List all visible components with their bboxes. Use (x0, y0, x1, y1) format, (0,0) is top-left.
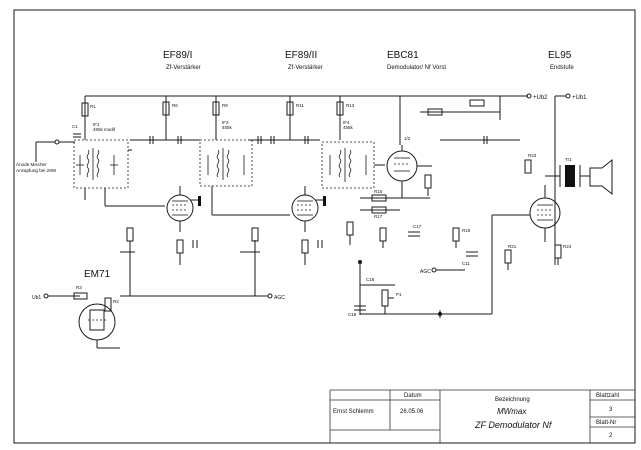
ef89-1-tube (166, 186, 201, 232)
project-name: MWmax (497, 407, 527, 416)
ebc81-tube: 1/2 (386, 136, 432, 198)
ub1-label: +Ub1 (572, 95, 587, 101)
svg-text:R3: R3 (76, 285, 82, 290)
svg-text:R17: R17 (374, 214, 383, 219)
tube-ef89-1-name: EF89/I (163, 50, 192, 61)
tube-ef89-2-role: Zf-Verstärker (288, 65, 323, 71)
title-block: Datum Ernst Schlemm 26.05.06 Bezeichnung… (329, 389, 635, 443)
svg-text:455k: 455k (343, 125, 354, 130)
datum-label: Datum (404, 393, 422, 399)
em71-tube: Ub1 R2 R3 (32, 285, 119, 348)
supply-resistors: R1 R6 R9 R11 R13 (81, 99, 485, 117)
tube-ef89-2-name: EF89/II (285, 50, 317, 61)
svg-text:IF4: IF4 (343, 120, 350, 125)
svg-text:R1: R1 (90, 104, 96, 109)
svg-text:455k modif: 455k modif (93, 127, 116, 132)
svg-text:R24: R24 (563, 244, 572, 249)
output-stage: Tr1 (545, 157, 613, 196)
cathode-network: R15 R17 R19 C11 C17 R21 R23 R24 (120, 153, 572, 266)
svg-text:R19: R19 (462, 228, 471, 233)
svg-text:Tr1: Tr1 (565, 157, 572, 162)
el95-tube (529, 185, 561, 242)
supply-rails: +Ub2 +Ub1 (84, 93, 587, 265)
ub1-left-label: Ub1 (32, 295, 41, 301)
agc-network: AGC AGC (120, 240, 465, 301)
input-note-line2: Anzapfung bei 28W (16, 168, 57, 173)
date: 26.05.06 (400, 409, 424, 415)
volume-potentiometer: P1 C18 C19 (348, 214, 530, 318)
svg-text:IF1: IF1 (93, 122, 100, 127)
svg-text:R23: R23 (528, 153, 537, 158)
svg-text:R21: R21 (508, 244, 517, 249)
bezeichnung-label: Bezeichnung (495, 397, 530, 403)
sheet-border (13, 9, 636, 444)
tube-titles: EF89/I Zf-Verstärker EF89/II Zf-Verstärk… (84, 50, 574, 280)
author: Ernst Schlemm (333, 409, 374, 415)
svg-text:R15: R15 (374, 189, 383, 194)
if-transformer-4: IF4 455k (321, 120, 385, 189)
ub2-label: +Ub2 (533, 95, 548, 101)
ef89-2-tube (291, 186, 326, 232)
tube-el95-name: EL95 (548, 50, 572, 61)
svg-text:C19: C19 (348, 312, 357, 317)
input-note-line1: Anode Mischer (16, 162, 47, 167)
blattnr-value: 2 (609, 433, 613, 439)
svg-text:R9: R9 (222, 103, 228, 108)
drawing-subtitle: ZF Demodulator Nf (474, 420, 553, 430)
coupling-capacitors: C1 (72, 124, 520, 144)
svg-text:IF3: IF3 (222, 120, 229, 125)
svg-text:R2: R2 (113, 299, 119, 304)
svg-text:C17: C17 (413, 224, 422, 229)
svg-text:C11: C11 (462, 261, 470, 266)
blattnr-label: Blatt-Nr (596, 420, 616, 426)
tube-ef89-1-role: Zf-Verstärker (166, 65, 201, 71)
svg-text:R11: R11 (296, 103, 304, 108)
agc-left-label: AGC (274, 295, 285, 301)
if-transformer-3: IF3 455k (199, 120, 290, 216)
tube-el95-role: Endstufe (550, 65, 574, 71)
svg-text:R13: R13 (346, 103, 355, 108)
tube-em71-name: EM71 (84, 269, 111, 280)
input-node: Anode Mischer Anzapfung bei 28W (16, 139, 75, 173)
svg-text:1/2: 1/2 (404, 136, 411, 141)
agc-right-label: AGC (420, 269, 431, 275)
svg-text:C1: C1 (72, 124, 78, 129)
tube-ebc81-role: Demodulator/ Nf Vorst (387, 65, 446, 71)
if-transformer-1: IF1 455k modif (73, 122, 165, 207)
svg-text:R6: R6 (172, 103, 178, 108)
tube-ebc81-name: EBC81 (387, 50, 419, 61)
svg-text:455k: 455k (222, 125, 233, 130)
svg-text:C18: C18 (366, 277, 375, 282)
blattzahl-value: 3 (609, 407, 613, 413)
blattzahl-label: Blattzahl (596, 393, 619, 399)
ground-lines (84, 188, 559, 349)
svg-text:P1: P1 (396, 292, 402, 297)
